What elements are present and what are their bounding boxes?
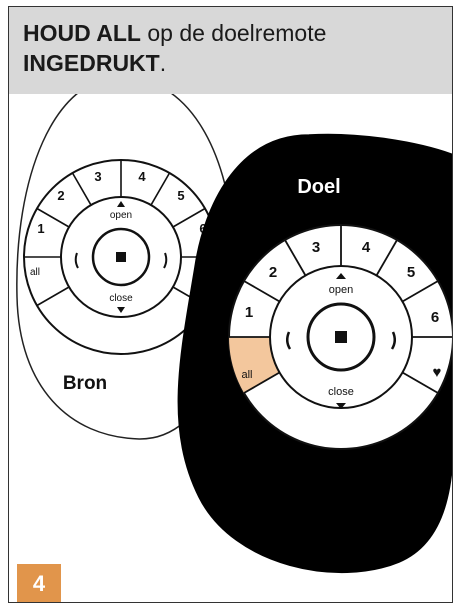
source-close-label: close: [109, 293, 133, 304]
target-button-1: 1: [245, 304, 253, 321]
source-button-5: 5: [177, 188, 184, 203]
target-button-3: 3: [312, 239, 320, 256]
instruction-hold-all: HOUD ALL: [23, 20, 141, 46]
source-button-2: 2: [57, 188, 64, 203]
target-stop-icon: [335, 331, 347, 343]
source-label: Bron: [63, 373, 107, 394]
source-open-label: open: [110, 210, 132, 221]
target-button-6: 6: [431, 309, 439, 326]
target-button-5: 5: [407, 264, 415, 281]
step-number-badge: 4: [17, 564, 61, 603]
target-button-2: 2: [269, 264, 277, 281]
source-stop-icon: [116, 252, 126, 262]
target-all-label: all: [241, 369, 252, 381]
source-all-label: all: [30, 267, 40, 278]
source-button-3: 3: [94, 169, 101, 184]
target-remote-dial: 1 2 3 4 5 6 all ♥ open close: [229, 225, 453, 449]
instruction-header: HOUD ALL op de doelremote INGEDRUKT.: [9, 7, 452, 94]
instruction-panel: 1 2 3 4 5 6 all open close Bron: [8, 6, 453, 603]
target-heart-icon: ♥: [433, 364, 442, 381]
source-button-1: 1: [37, 221, 44, 236]
source-button-4: 4: [138, 169, 146, 184]
target-open-label: open: [329, 284, 353, 296]
instruction-target-remote: op de doelremote: [141, 20, 326, 46]
target-button-4: 4: [362, 239, 371, 256]
instruction-pressed: INGEDRUKT: [23, 50, 160, 76]
target-close-label: close: [328, 386, 354, 398]
instruction-period: .: [160, 50, 166, 76]
target-label: Doel: [297, 176, 340, 198]
remotes-illustration: 1 2 3 4 5 6 all open close Bron: [9, 7, 453, 603]
